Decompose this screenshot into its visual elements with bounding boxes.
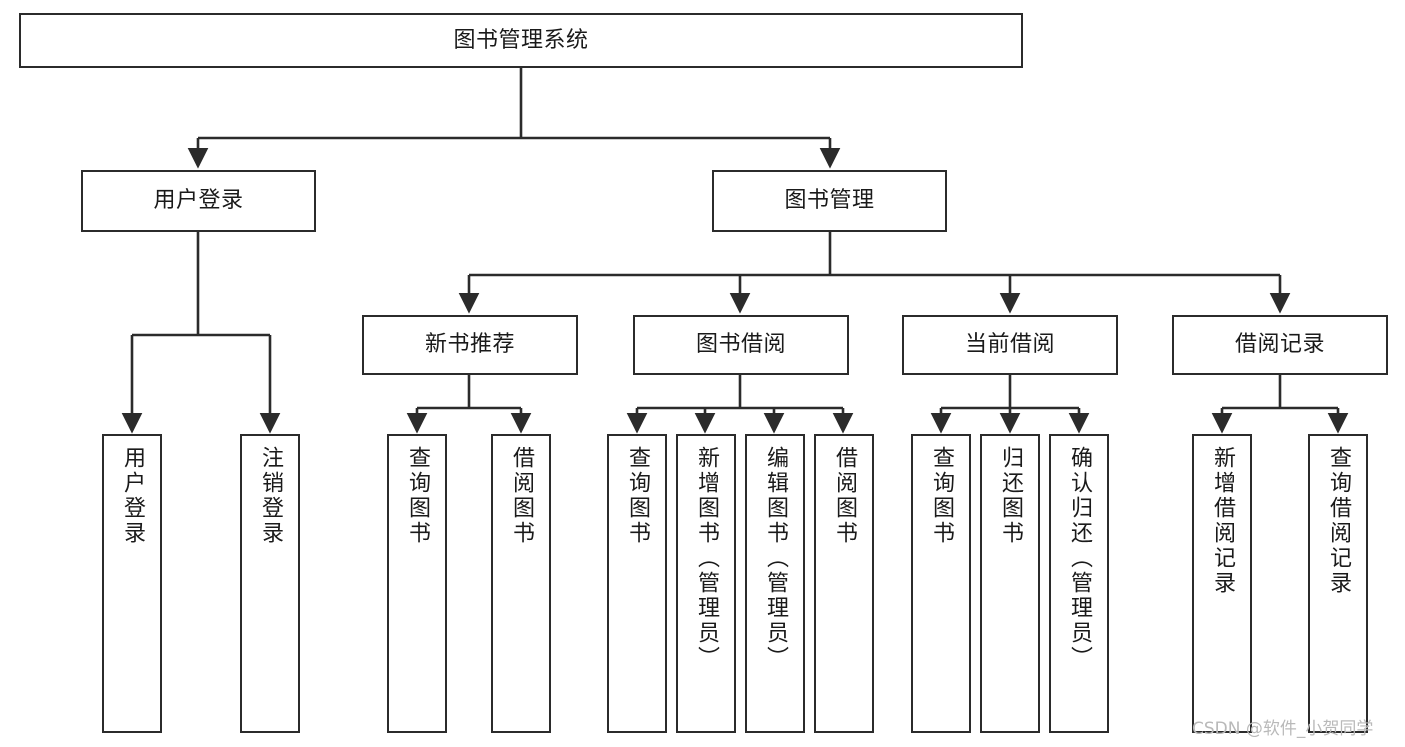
leaf-borrow-book-borrow[interactable]: 借阅图书 — [814, 434, 874, 733]
node-label: 查询借阅记录 — [1325, 446, 1351, 596]
node-root-system[interactable]: 图书管理系统 — [19, 13, 1023, 68]
leaf-borrow-book-edit[interactable]: 编辑图书（管理员） — [745, 434, 805, 733]
node-book-borrow[interactable]: 图书借阅 — [633, 315, 849, 375]
node-user-login[interactable]: 用户登录 — [81, 170, 316, 232]
node-label: 图书管理 — [784, 188, 875, 213]
leaf-user-login-logout[interactable]: 注销登录 — [240, 434, 300, 733]
node-label: 查询图书 — [624, 446, 650, 546]
leaf-borrow-book-query[interactable]: 查询图书 — [607, 434, 667, 733]
node-current-borrow[interactable]: 当前借阅 — [902, 315, 1118, 375]
node-label: 借阅图书 — [831, 446, 857, 546]
node-label: 查询图书 — [928, 446, 954, 546]
node-label: 图书借阅 — [695, 332, 786, 357]
node-new-book-recommend[interactable]: 新书推荐 — [362, 315, 578, 375]
leaf-current-borrow-return[interactable]: 归还图书 — [980, 434, 1040, 733]
leaf-borrow-record-add[interactable]: 新增借阅记录 — [1192, 434, 1252, 733]
node-label: 查询图书 — [404, 446, 430, 546]
csdn-watermark: CSDN @软件_小贺同学 — [1192, 719, 1374, 739]
leaf-new-book-query[interactable]: 查询图书 — [387, 434, 447, 733]
leaf-current-borrow-query[interactable]: 查询图书 — [911, 434, 971, 733]
leaf-current-borrow-confirm-return[interactable]: 确认归还（管理员） — [1049, 434, 1109, 733]
node-label: 图书管理系统 — [453, 27, 589, 53]
leaf-borrow-record-query[interactable]: 查询借阅记录 — [1308, 434, 1368, 733]
node-label: 注销登录 — [257, 446, 283, 546]
node-label: 归还图书 — [997, 446, 1023, 546]
node-borrow-record[interactable]: 借阅记录 — [1172, 315, 1388, 375]
leaf-new-book-borrow[interactable]: 借阅图书 — [491, 434, 551, 733]
node-book-management[interactable]: 图书管理 — [712, 170, 947, 232]
leaf-borrow-book-add[interactable]: 新增图书（管理员） — [676, 434, 736, 733]
leaf-user-login-login[interactable]: 用户登录 — [102, 434, 162, 733]
node-label: 借阅记录 — [1234, 332, 1325, 357]
node-label: 编辑图书（管理员） — [762, 446, 788, 671]
node-label: 当前借阅 — [964, 332, 1055, 357]
node-label: 用户登录 — [153, 188, 244, 213]
node-label: 新增图书（管理员） — [693, 446, 719, 671]
node-label: 确认归还（管理员） — [1066, 446, 1092, 671]
node-label: 新增借阅记录 — [1209, 446, 1235, 596]
node-label: 新书推荐 — [424, 332, 515, 357]
node-label: 用户登录 — [119, 446, 145, 546]
node-label: 借阅图书 — [508, 446, 534, 546]
